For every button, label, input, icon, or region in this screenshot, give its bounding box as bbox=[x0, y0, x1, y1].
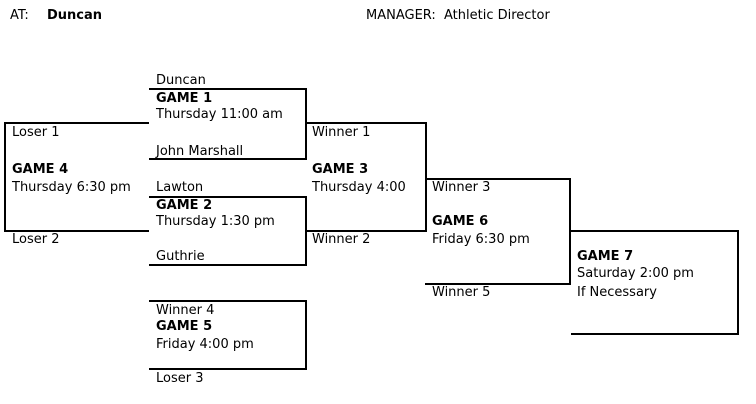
game-3-bottom-team: Winner 2 bbox=[312, 232, 371, 247]
manager-label: MANAGER: bbox=[366, 8, 436, 23]
game-5-side-line bbox=[305, 300, 307, 370]
game-3-time: Thursday 4:00 bbox=[312, 180, 406, 195]
game-7-time: Saturday 2:00 pm bbox=[577, 266, 694, 281]
game-3-top-line bbox=[307, 122, 427, 124]
game-6-side-line bbox=[569, 178, 571, 285]
game-4-side-line bbox=[4, 122, 6, 232]
game-2-side-line bbox=[305, 196, 307, 266]
game-3-side-line bbox=[425, 122, 427, 232]
game-6-bottom-team: Winner 5 bbox=[432, 285, 491, 300]
game-2-time: Thursday 1:30 pm bbox=[156, 214, 275, 229]
game-3-title: GAME 3 bbox=[312, 162, 369, 177]
game-7-bottom-line bbox=[571, 333, 739, 335]
game-7-note: If Necessary bbox=[577, 285, 657, 300]
at-label: AT: bbox=[10, 8, 29, 23]
game-6-top-team: Winner 3 bbox=[432, 180, 491, 195]
game-7-title: GAME 7 bbox=[577, 249, 634, 264]
game-3-bottom-line bbox=[307, 230, 427, 232]
game-3-top-team: Winner 1 bbox=[312, 125, 371, 140]
game-6-time: Friday 6:30 pm bbox=[432, 232, 530, 247]
game-2-bottom-line bbox=[149, 264, 307, 266]
game-1-bottom-line bbox=[149, 158, 307, 160]
manager-value: Athletic Director bbox=[444, 8, 550, 23]
at-value: Duncan bbox=[47, 8, 103, 23]
game-2-top-team: Lawton bbox=[156, 180, 204, 195]
game-4-bottom-team: Loser 2 bbox=[12, 232, 60, 247]
game-4-top-team: Loser 1 bbox=[12, 125, 60, 140]
game-6-top-line bbox=[427, 178, 571, 180]
game-2-title: GAME 2 bbox=[156, 198, 213, 213]
game-4-title: GAME 4 bbox=[12, 162, 69, 177]
game-6-bottom-line bbox=[425, 283, 571, 285]
game-4-bottom-line bbox=[4, 230, 149, 232]
game-4-top-line bbox=[4, 122, 149, 124]
game-5-title: GAME 5 bbox=[156, 319, 213, 334]
game-7-side-line bbox=[737, 230, 739, 335]
game-2-bottom-team: Guthrie bbox=[156, 249, 205, 264]
game-1-top-line bbox=[149, 88, 307, 90]
game-1-title: GAME 1 bbox=[156, 91, 213, 106]
game-7-top-line bbox=[571, 230, 739, 232]
game-6-title: GAME 6 bbox=[432, 214, 489, 229]
game-1-time: Thursday 11:00 am bbox=[156, 107, 283, 122]
game-1-bottom-team: John Marshall bbox=[156, 144, 244, 159]
game-1-side-line bbox=[305, 88, 307, 160]
game-5-bottom-line bbox=[149, 368, 307, 370]
game-5-top-line bbox=[149, 300, 307, 302]
game-2-top-line bbox=[149, 196, 307, 198]
game-5-time: Friday 4:00 pm bbox=[156, 337, 254, 352]
game-1-top-team: Duncan bbox=[156, 73, 206, 88]
game-4-time: Thursday 6:30 pm bbox=[12, 180, 131, 195]
game-5-bottom-team: Loser 3 bbox=[156, 371, 204, 386]
game-5-top-team: Winner 4 bbox=[156, 303, 215, 318]
